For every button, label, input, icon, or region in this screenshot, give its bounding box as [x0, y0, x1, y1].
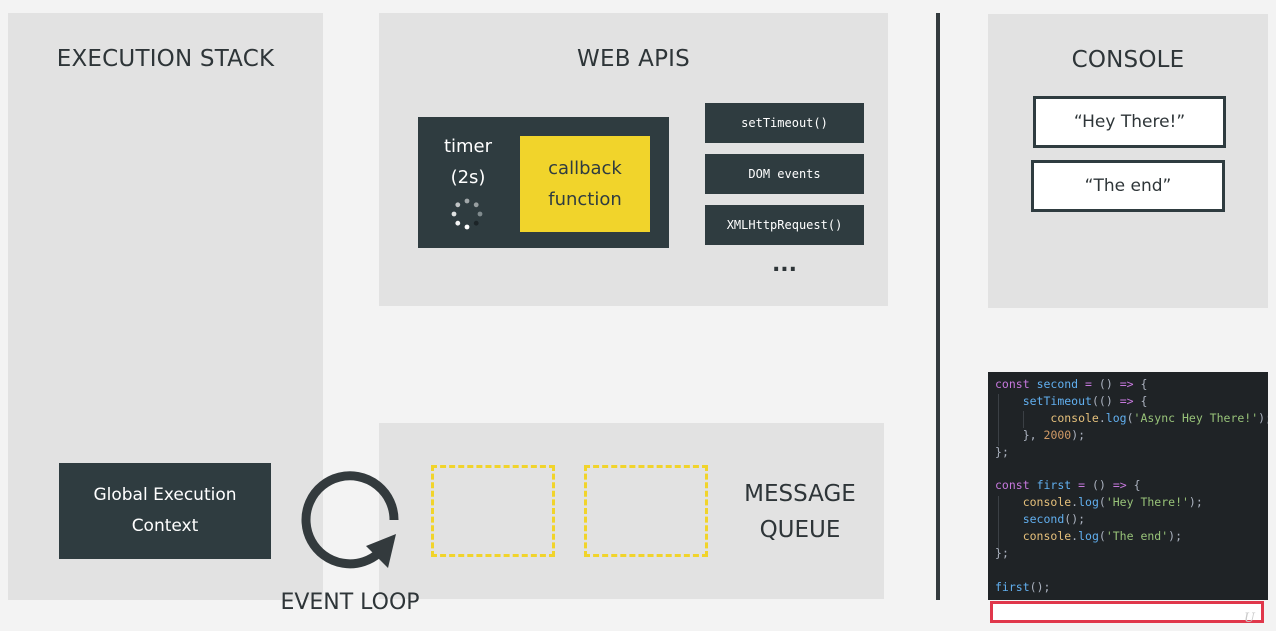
- console-log-1: “Hey There!”: [1033, 96, 1226, 148]
- message-queue-title-line-1: MESSAGE: [744, 481, 856, 507]
- web-api-settimeout: setTimeout(): [705, 103, 864, 143]
- code-line: };: [995, 546, 1009, 561]
- message-queue-title-line-2: QUEUE: [759, 517, 841, 543]
- code-line: }, 2000);: [1022, 427, 1086, 442]
- execution-stack-title: EXECUTION STACK: [56, 46, 275, 72]
- code-line: const second = () => {: [995, 377, 1148, 391]
- code-line: const first = () => {: [995, 478, 1141, 493]
- code-lines: const second = () => { setTimeout(() => …: [995, 376, 1268, 596]
- message-queue-title: MESSAGE QUEUE: [725, 476, 875, 548]
- queue-slot-1: [431, 465, 555, 557]
- spinner-icon: [451, 198, 483, 230]
- queue-slot-2: [584, 465, 708, 557]
- web-apis-title: WEB APIS: [577, 46, 690, 72]
- console-log-2: “The end”: [1031, 160, 1225, 212]
- timer-label: timer (2s): [418, 131, 518, 193]
- callback-line-2: function: [548, 189, 622, 210]
- code-line: console.log('Hey There!');: [1022, 495, 1203, 510]
- web-api-dom-events: DOM events: [705, 154, 864, 194]
- watermark-logo: U: [1244, 611, 1255, 626]
- code-panel: const second = () => { setTimeout(() => …: [988, 372, 1268, 600]
- code-line: console.log('Async Hey There!');: [1050, 410, 1268, 425]
- event-loop-label: EVENT LOOP: [280, 590, 420, 615]
- web-api-xmlhttprequest: XMLHttpRequest(): [705, 205, 864, 245]
- gec-line-1: Global Execution: [93, 485, 237, 505]
- global-execution-context: Global Execution Context: [59, 463, 271, 559]
- code-line: };: [995, 444, 1009, 459]
- code-line: first();: [995, 579, 1051, 594]
- indent-guide: [1023, 411, 1024, 428]
- event-loop-arrow-icon: [301, 471, 399, 569]
- code-highlight-box: [990, 601, 1264, 623]
- callback-line-1: callback: [548, 158, 622, 179]
- web-api-more: ...: [771, 252, 798, 277]
- code-line: [995, 461, 1268, 478]
- console-title: CONSOLE: [1071, 47, 1185, 73]
- indent-guide: [998, 496, 999, 548]
- code-line: second();: [1022, 512, 1086, 527]
- timer-box: timer (2s) callback function: [418, 117, 669, 248]
- code-line: console.log('The end');: [1022, 529, 1183, 544]
- message-queue-panel: [379, 423, 884, 599]
- timer-label-line-1: timer: [443, 136, 493, 157]
- code-line: setTimeout(() => {: [1022, 393, 1148, 408]
- timer-label-line-2: (2s): [450, 167, 486, 188]
- code-line: [995, 562, 1268, 579]
- vertical-divider: [936, 13, 940, 600]
- callback-function-box: callback function: [520, 136, 650, 232]
- gec-line-2: Context: [131, 516, 199, 536]
- indent-guide: [998, 394, 999, 446]
